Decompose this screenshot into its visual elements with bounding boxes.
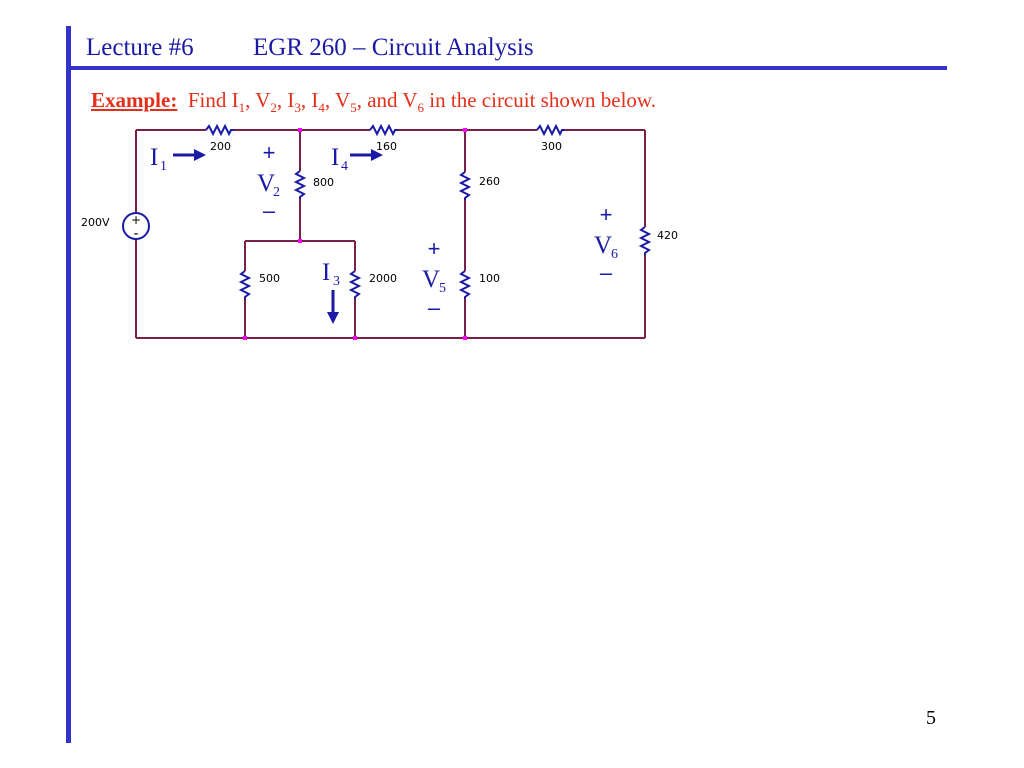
source-minus: - <box>133 226 138 242</box>
left-accent-bar <box>66 26 71 743</box>
example-text: Find I1, V2, I3, I4, V5, and V6 in the c… <box>187 88 656 116</box>
label-r160: 160 <box>376 140 397 153</box>
label-r100: 100 <box>479 272 500 285</box>
svg-text:–: – <box>263 198 276 223</box>
svg-text:+: + <box>600 202 613 227</box>
svg-text:3: 3 <box>333 274 340 289</box>
svg-text:2: 2 <box>273 185 280 200</box>
svg-text:V: V <box>594 232 612 259</box>
label-r2000: 2000 <box>369 272 397 285</box>
circuit-nodes <box>243 128 467 340</box>
svg-text:I: I <box>150 144 158 171</box>
current-label-i1: I 1 <box>150 144 206 174</box>
lecture-number: Lecture #6 <box>86 34 194 61</box>
title-underline <box>66 66 947 70</box>
svg-text:1: 1 <box>160 159 167 174</box>
resistor-200 <box>205 123 234 137</box>
svg-text:–: – <box>600 260 613 285</box>
svg-text:5: 5 <box>439 281 446 296</box>
resistor-100 <box>458 270 472 299</box>
voltage-label-v5: + V 5 – <box>422 236 446 320</box>
label-r300: 300 <box>541 140 562 153</box>
course-title: EGR 260 – Circuit Analysis <box>253 34 534 61</box>
svg-text:I: I <box>322 259 330 286</box>
resistor-260 <box>458 171 472 200</box>
svg-text:V: V <box>422 266 440 293</box>
resistor-420 <box>638 226 652 255</box>
source-plus: + <box>131 213 141 227</box>
voltage-label-v6: + V 6 – <box>594 202 618 285</box>
resistor-500 <box>238 270 252 299</box>
current-label-i3: I 3 <box>322 259 340 324</box>
label-r200: 200 <box>210 140 231 153</box>
svg-text:–: – <box>428 295 441 320</box>
circuit-wires <box>135 129 646 339</box>
label-r800: 800 <box>313 176 334 189</box>
resistor-800 <box>293 170 307 199</box>
resistor-2000 <box>348 270 362 299</box>
example-statement: Example: Find I1, V2, I3, I4, V5, and V6… <box>91 88 656 116</box>
example-label: Example: <box>91 88 178 112</box>
voltage-source: + - <box>122 212 150 242</box>
label-r500: 500 <box>259 272 280 285</box>
svg-text:+: + <box>428 236 441 261</box>
current-label-i4: I 4 <box>331 144 383 174</box>
svg-text:V: V <box>257 170 275 197</box>
label-r260: 260 <box>479 175 500 188</box>
resistor-300 <box>536 123 565 137</box>
svg-text:+: + <box>263 140 276 165</box>
page-number: 5 <box>926 707 936 729</box>
source-value-label: 200V <box>81 216 110 229</box>
svg-text:I: I <box>331 144 339 171</box>
label-r420: 420 <box>657 229 678 242</box>
voltage-label-v2: + V 2 – <box>257 140 280 223</box>
svg-text:4: 4 <box>341 159 348 174</box>
svg-text:6: 6 <box>611 247 618 262</box>
resistor-160 <box>369 123 398 137</box>
